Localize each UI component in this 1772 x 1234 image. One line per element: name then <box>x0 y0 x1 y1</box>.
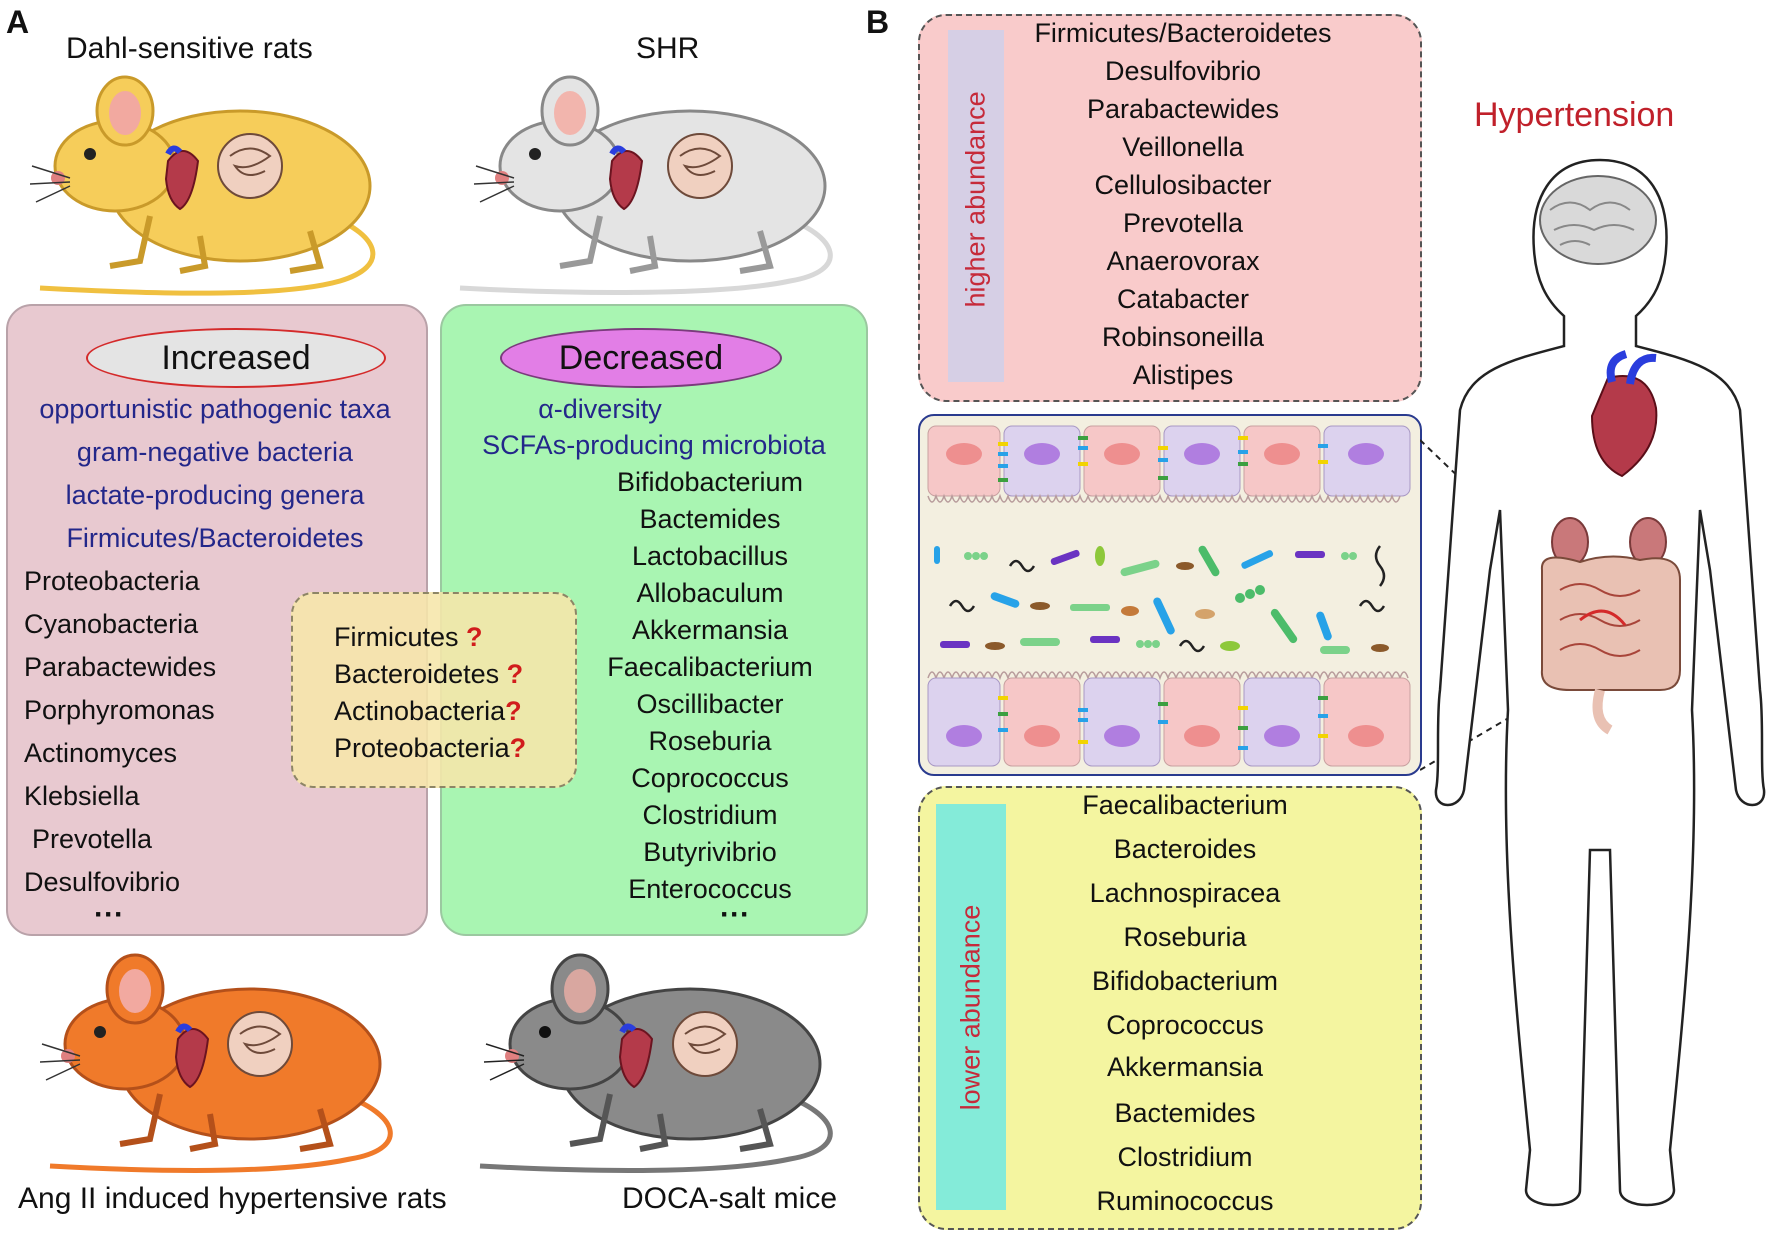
increased-item: Prevotella <box>32 824 153 854</box>
lower-item: Lachnospiracea <box>1089 878 1281 908</box>
animal-label-shr: SHR <box>636 32 700 65</box>
animal-label-angii: Ang II induced hypertensive rats <box>18 1182 447 1215</box>
increased-item: Parabactewides <box>24 652 217 682</box>
higher-item: Alistipes <box>1132 360 1234 390</box>
decreased-item: Roseburia <box>648 726 772 756</box>
heart-icon <box>174 1023 210 1089</box>
heart-icon <box>164 145 200 211</box>
heart-icon <box>608 145 644 211</box>
animal-label-dahl: Dahl-sensitive rats <box>66 32 313 65</box>
higher-item: Desulfovibrio <box>1104 56 1262 86</box>
higher-item: Cellulosibacter <box>1094 170 1272 200</box>
increased-blue-item: lactate-producing genera <box>65 480 365 510</box>
decreased-title: Decreased <box>500 328 782 388</box>
panel-b-letter: B <box>866 4 890 40</box>
decreased-item: Clostridium <box>642 800 778 830</box>
decreased-item: Faecalibacterium <box>607 652 813 682</box>
increased-ellipsis: ··· <box>94 898 124 931</box>
question-mark: ? <box>505 696 522 726</box>
higher-item: Prevotella <box>1122 208 1244 238</box>
increased-item: Actinomyces <box>24 738 178 768</box>
kidney-icon <box>1551 517 1667 567</box>
decreased-item: Lactobacillus <box>631 541 789 571</box>
increased-blue-item: Firmicutes/Bacteroidetes <box>66 523 364 553</box>
higher-item: Robinsoneilla <box>1101 322 1265 352</box>
intestine-icon <box>227 1011 293 1077</box>
higher-abundance-label: higher abundance <box>960 91 991 308</box>
heart-icon <box>1590 350 1658 478</box>
intestine-icon <box>217 133 283 199</box>
angii-rat-illustration <box>40 953 393 1173</box>
question-mark: ? <box>509 733 527 763</box>
decreased-item: Coprococcus <box>631 763 789 793</box>
lower-item: Bacteroides <box>1113 834 1257 864</box>
lower-abundance-label: lower abundance <box>955 904 986 1111</box>
higher-item: Veillonella <box>1122 132 1244 162</box>
increased-item: Proteobacteria <box>24 566 200 596</box>
increased-title: Increased <box>86 328 386 388</box>
decreased-item: Allobaculum <box>636 578 784 608</box>
increased-item: Cyanobacteria <box>24 609 199 639</box>
increased-item: Klebsiella <box>24 781 140 811</box>
decreased-item: Oscillibacter <box>636 689 784 719</box>
lower-item: Roseburia <box>1123 922 1247 952</box>
higher-item: Catabacter <box>1116 284 1250 314</box>
increased-item: Desulfovibrio <box>24 867 181 897</box>
increased-blue-item: opportunistic pathogenic taxa <box>39 394 391 424</box>
hypertension-label: Hypertension <box>1474 96 1675 134</box>
decreased-item: Butyrivibrio <box>643 837 777 867</box>
higher-item: Firmicutes/Bacteroidetes <box>1034 18 1332 48</box>
decreased-item: Akkermansia <box>631 615 789 645</box>
decreased-item: Bactemides <box>639 504 781 534</box>
doca-mouse-illustration <box>479 953 833 1173</box>
decreased-blue-item: α-diversity <box>538 394 662 424</box>
uncertain-item: Bacteroidetes ? <box>334 659 524 689</box>
question-mark: ? <box>506 659 524 689</box>
intestine-icon <box>667 133 733 199</box>
lower-item: Bactemides <box>1114 1098 1256 1128</box>
decreased-ellipsis: ··· <box>720 898 750 931</box>
higher-item: Parabactewides <box>1086 94 1280 124</box>
decreased-item: Enterococcus <box>628 874 792 904</box>
decreased-item: Bifidobacterium <box>616 467 804 497</box>
lower-item: Akkermansia <box>1106 1052 1264 1082</box>
lower-item: Bifidobacterium <box>1091 966 1279 996</box>
intestine-icon <box>1540 555 1681 735</box>
lower-abundance-bar <box>936 804 1006 1210</box>
panel-a-letter: A <box>6 4 30 40</box>
question-mark: ? <box>466 622 483 652</box>
lower-item: Faecalibacterium <box>1082 790 1288 820</box>
heart-icon <box>618 1023 654 1089</box>
dahl-rat-illustration <box>30 75 376 296</box>
lower-item: Clostridium <box>1117 1142 1253 1172</box>
uncertain-box <box>291 592 577 788</box>
lower-item: Ruminococcus <box>1096 1186 1274 1216</box>
uncertain-item: Firmicutes ? <box>334 622 483 652</box>
gut-epithelium-illustration <box>918 414 1422 776</box>
higher-item: Anaerovorax <box>1106 246 1260 276</box>
human-body-illustration <box>1434 158 1766 1207</box>
increased-item: Porphyromonas <box>24 695 215 725</box>
brain-icon <box>1539 175 1657 265</box>
intestine-icon <box>672 1011 738 1077</box>
uncertain-item: Proteobacteria? <box>334 733 527 763</box>
decreased-blue-item: SCFAs-producing microbiota <box>482 430 826 460</box>
animal-label-doca: DOCA-salt mice <box>622 1182 838 1215</box>
uncertain-item: Actinobacteria? <box>334 696 522 726</box>
shr-rat-illustration <box>459 75 833 295</box>
lower-item: Coprococcus <box>1106 1010 1264 1040</box>
higher-abundance-bar <box>948 30 1004 382</box>
increased-blue-item: gram-negative bacteria <box>76 437 354 467</box>
